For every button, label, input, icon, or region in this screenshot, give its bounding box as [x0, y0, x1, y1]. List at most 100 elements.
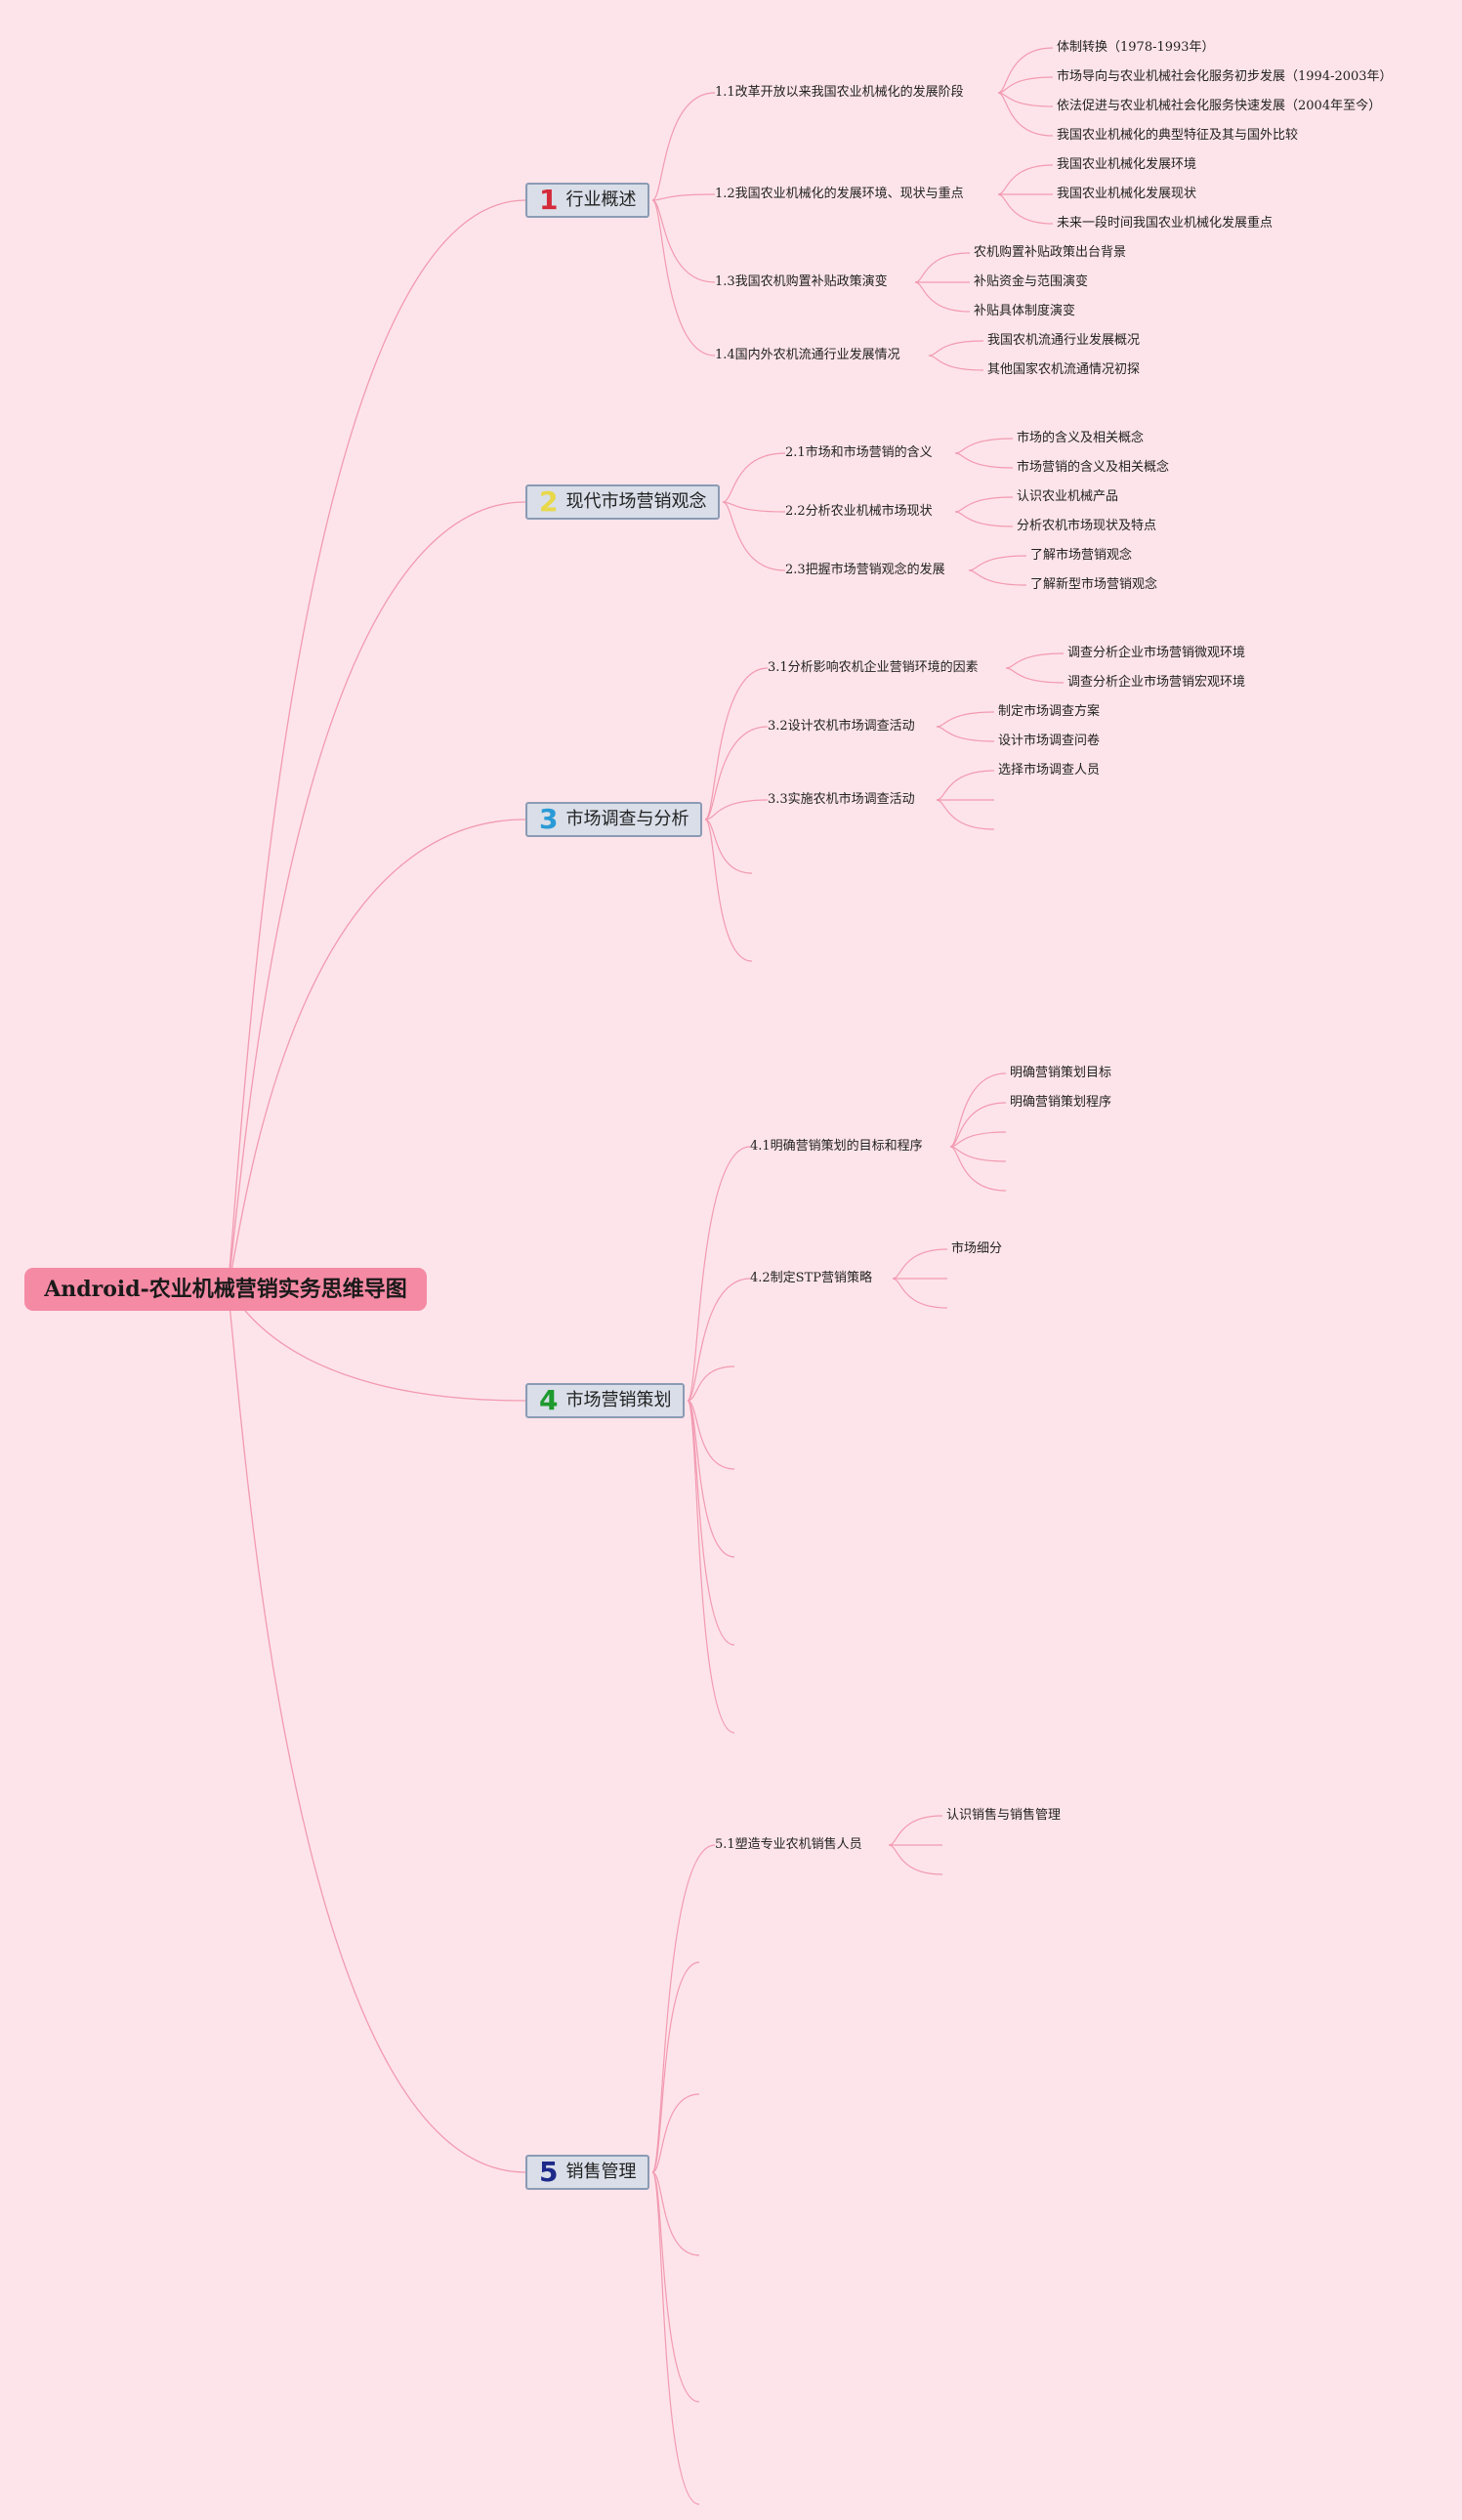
sub-topic[interactable]: 1.1改革开放以来我国农业机械化的发展阶段	[715, 85, 964, 100]
leaf-topic[interactable]: 市场营销的含义及相关概念	[1017, 460, 1170, 475]
leaf-topic[interactable]: 依法促进与农业机械社会化服务快速发展（2004年至今）	[1057, 99, 1382, 113]
connector-line	[954, 511, 1014, 527]
connector-line	[687, 1400, 735, 1558]
leaf-topic[interactable]: 设计市场调查问卷	[998, 734, 1101, 748]
connector-line	[936, 799, 995, 830]
leaf-topic[interactable]: 我国农业机械化的典型特征及其与国外比较	[1057, 128, 1299, 143]
connector-line	[651, 2171, 700, 2403]
connector-line	[928, 355, 984, 371]
connector-line	[651, 1844, 716, 2173]
main-topic-1[interactable]: 1 行业概述	[525, 183, 650, 218]
connector-line	[651, 1961, 700, 2173]
connector-line	[1005, 652, 1065, 669]
connector-line	[936, 711, 995, 728]
topic-number-icon: 2	[539, 485, 559, 518]
leaf-topic[interactable]: 未来一段时间我国农业机械化发展重点	[1057, 216, 1274, 231]
topic-number-icon: 4	[539, 1384, 559, 1416]
leaf-topic[interactable]: 明确营销策划目标	[1010, 1066, 1112, 1080]
connector-line	[949, 1146, 1007, 1192]
connector-line	[722, 452, 786, 503]
connector-line	[997, 193, 1054, 225]
main-topic-label: 行业概述	[565, 189, 637, 210]
topic-number-icon: 1	[539, 184, 559, 216]
connector-line	[968, 555, 1027, 571]
leaf-topic[interactable]: 调查分析企业市场营销微观环境	[1067, 646, 1246, 660]
connector-line	[651, 2171, 700, 2505]
leaf-topic[interactable]: 我国农业机械化发展环境	[1057, 157, 1197, 172]
connector-line	[949, 1131, 1007, 1148]
leaf-topic[interactable]: 明确营销策划程序	[1010, 1095, 1112, 1110]
leaf-topic[interactable]: 选择市场调查人员	[998, 763, 1101, 777]
connector-line	[888, 1844, 943, 1875]
root-topic[interactable]: Android-农业机械营销实务思维导图	[24, 1268, 427, 1311]
connector-line	[722, 501, 786, 513]
connector-line	[914, 281, 971, 313]
sub-topic[interactable]: 1.2我国农业机械化的发展环境、现状与重点	[715, 187, 964, 201]
connector-line	[968, 569, 1027, 586]
connector-line	[888, 1815, 943, 1846]
sub-topic[interactable]: 5.1塑造专业农机销售人员	[715, 1837, 862, 1852]
connector-line	[954, 452, 1014, 469]
leaf-topic[interactable]: 补贴具体制度演变	[974, 304, 1076, 318]
leaf-topic[interactable]: 分析农机市场现状及特点	[1017, 519, 1157, 533]
connector-line	[928, 340, 984, 357]
leaf-topic[interactable]: 补贴资金与范围演变	[974, 274, 1089, 289]
leaf-topic[interactable]: 了解新型市场营销观念	[1030, 577, 1158, 592]
leaf-topic[interactable]: 调查分析企业市场营销宏观环境	[1067, 675, 1246, 690]
connector-line	[687, 1400, 735, 1470]
connector-line	[954, 438, 1014, 454]
main-topic-4[interactable]: 4 市场营销策划	[525, 1383, 686, 1418]
connector-line	[651, 2093, 700, 2173]
connector-line	[704, 667, 769, 820]
sub-topic[interactable]: 1.4国内外农机流通行业发展情况	[715, 348, 900, 362]
connector-line	[687, 1278, 751, 1402]
connector-line	[704, 799, 769, 820]
leaf-topic[interactable]: 认识农业机械产品	[1017, 489, 1119, 504]
connector-line	[997, 47, 1054, 94]
connector-line	[936, 770, 995, 801]
leaf-topic[interactable]: 认识销售与销售管理	[946, 1808, 1062, 1823]
leaf-topic[interactable]: 我国农业机械化发展现状	[1057, 187, 1197, 201]
main-topic-label: 市场调查与分析	[565, 809, 689, 829]
connector-line	[687, 1400, 735, 1734]
leaf-topic[interactable]: 制定市场调查方案	[998, 704, 1101, 719]
connector-line	[651, 199, 716, 357]
connector-line	[722, 501, 786, 571]
connector-line	[949, 1072, 1007, 1148]
leaf-topic[interactable]: 体制转换（1978-1993年）	[1057, 40, 1215, 55]
main-topic-label: 市场营销策划	[565, 1390, 672, 1410]
sub-topic[interactable]: 4.1明确营销策划的目标和程序	[750, 1139, 923, 1154]
connector-line	[687, 1365, 735, 1402]
sub-topic[interactable]: 2.2分析农业机械市场现状	[785, 504, 933, 519]
connector-line	[226, 819, 526, 1290]
connector-line	[1005, 667, 1065, 684]
leaf-topic[interactable]: 市场的含义及相关概念	[1017, 431, 1145, 445]
sub-topic[interactable]: 2.1市场和市场营销的含义	[785, 445, 933, 460]
leaf-topic[interactable]: 其他国家农机流通情况初探	[987, 362, 1141, 377]
topic-number-icon: 5	[539, 2156, 559, 2188]
leaf-topic[interactable]: 农机购置补贴政策出台背景	[974, 245, 1127, 260]
connector-line	[704, 726, 769, 820]
sub-topic[interactable]: 3.3实施农机市场调查活动	[768, 792, 915, 807]
connector-line	[997, 92, 1054, 137]
leaf-topic[interactable]: 市场导向与农业机械社会化服务初步发展（1994-2003年）	[1057, 69, 1393, 84]
sub-topic[interactable]: 1.3我国农机购置补贴政策演变	[715, 274, 888, 289]
main-topic-2[interactable]: 2 现代市场营销观念	[525, 484, 721, 520]
sub-topic[interactable]: 2.3把握市场营销观念的发展	[785, 563, 945, 577]
sub-topic[interactable]: 4.2制定STP营销策略	[750, 1271, 872, 1285]
connector-line	[949, 1102, 1007, 1148]
connector-line	[997, 76, 1054, 94]
leaf-topic[interactable]: 了解市场营销观念	[1030, 548, 1133, 563]
sub-topic[interactable]: 3.1分析影响农机企业营销环境的因素	[768, 660, 979, 675]
sub-topic[interactable]: 3.2设计农机市场调查活动	[768, 719, 915, 734]
connector-line	[892, 1248, 948, 1280]
connector-line	[651, 193, 716, 201]
connector-line	[651, 199, 716, 283]
leaf-topic[interactable]: 我国农机流通行业发展概况	[987, 333, 1141, 348]
leaf-topic[interactable]: 市场细分	[951, 1241, 1003, 1256]
connector-line	[651, 92, 716, 201]
main-topic-label: 现代市场营销观念	[565, 491, 707, 512]
